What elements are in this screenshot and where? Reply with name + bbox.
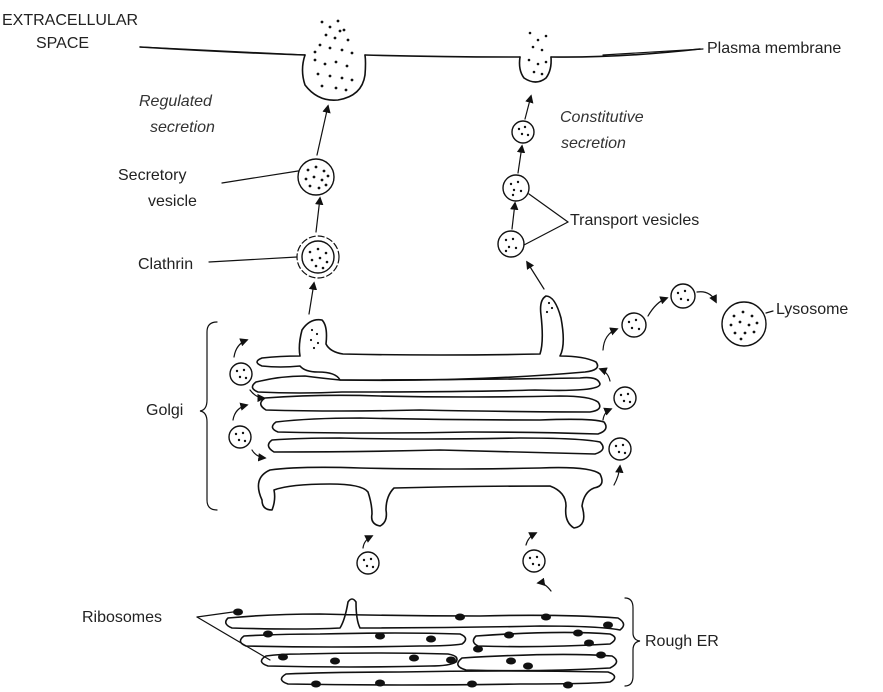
constitutive-secretion-label-line1: Constitutive (560, 108, 644, 128)
constitutive-secretion-label-line2: secretion (561, 134, 626, 154)
er-golgi-vesicle-1 (357, 552, 379, 574)
golgi-right-vesicle-1 (614, 387, 636, 409)
lysosome-label: Lysosome (776, 300, 848, 320)
lysosome-arrows (600, 292, 716, 381)
transport-vesicle-3 (498, 231, 524, 257)
rough-er (226, 599, 624, 685)
secretory-vesicle-label-line1: Secretory (118, 166, 186, 186)
constitutive-exocytosis-vesicle (520, 57, 552, 82)
golgi-apparatus (252, 296, 606, 528)
plasma-membrane (140, 47, 700, 57)
golgi-bracket (200, 322, 217, 510)
lysosome-route-vesicle-1 (622, 313, 646, 337)
golgi-tip-cargo (310, 302, 553, 349)
plasma-membrane-label: Plasma membrane (707, 39, 841, 59)
er-golgi-vesicle-2 (523, 550, 545, 572)
ribosomes-label: Ribosomes (82, 608, 162, 628)
rough-er-label: Rough ER (645, 632, 719, 652)
released-cargo-constitutive (528, 32, 548, 76)
regulated-secretion-label-line1: Regulated (139, 92, 212, 112)
transport-vesicle-1 (512, 121, 534, 143)
golgi-right-vesicle-2 (609, 438, 631, 460)
transport-vesicle-2 (503, 175, 529, 201)
transport-vesicles-label: Transport vesicles (570, 211, 699, 231)
secretory-vesicle (298, 159, 334, 195)
lysosome-route-vesicle-2 (671, 284, 695, 308)
released-cargo-regulated (314, 20, 354, 92)
regulated-exocytosis-vesicle (303, 55, 366, 100)
clathrin-coated-vesicle (297, 236, 339, 278)
golgi-label: Golgi (146, 401, 183, 421)
ribosomes (233, 609, 613, 689)
regulated-arrows (309, 106, 328, 314)
extracellular-label-line1: EXTRACELLULAR (2, 11, 138, 31)
golgi-left-vesicle-1 (230, 363, 252, 385)
rough-er-bracket (625, 598, 640, 686)
secretory-vesicle-label-line2: vesicle (148, 192, 197, 212)
extracellular-label-line2: SPACE (36, 34, 89, 54)
lysosome (722, 302, 766, 346)
golgi-left-vesicle-2 (229, 426, 251, 448)
regulated-secretion-label-line2: secretion (150, 118, 215, 138)
clathrin-label: Clathrin (138, 255, 193, 275)
